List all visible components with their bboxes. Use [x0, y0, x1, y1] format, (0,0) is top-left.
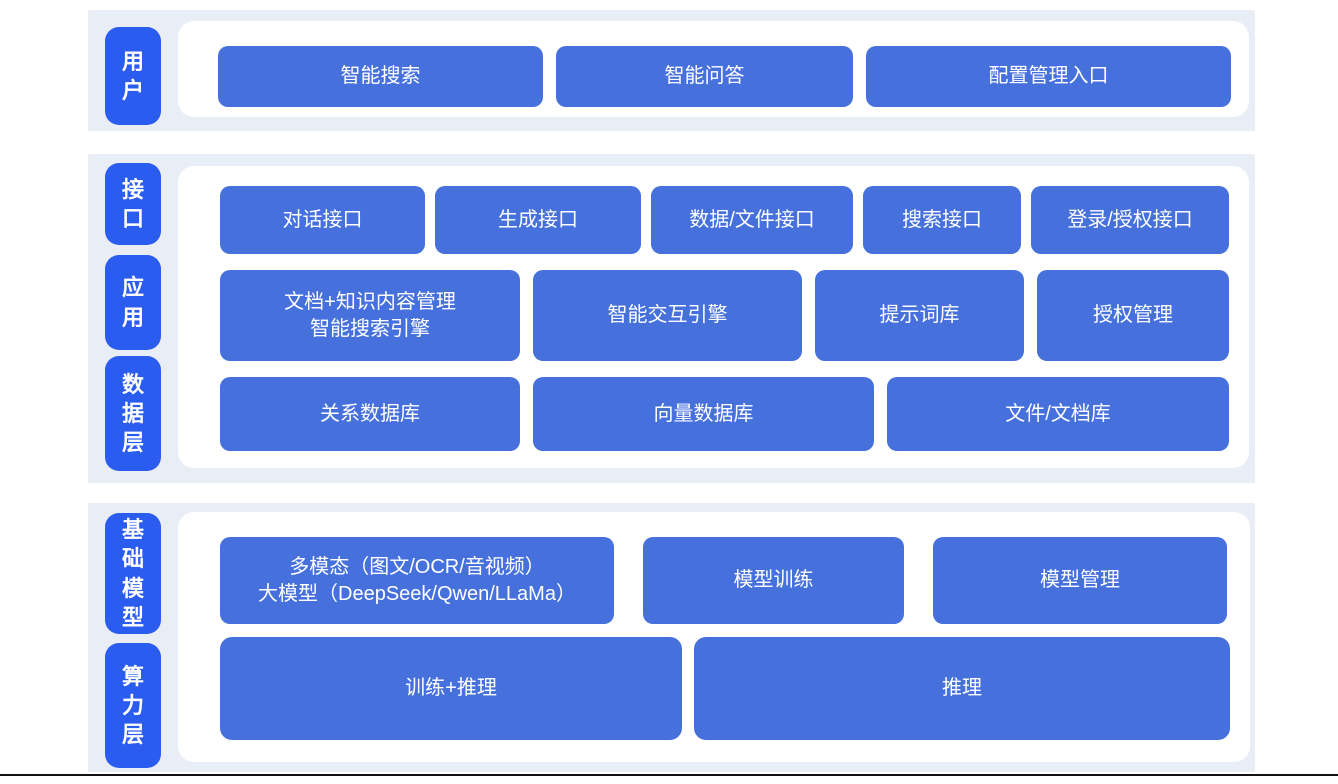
- layer-label-foundation-model: 基础模型: [105, 513, 161, 634]
- node-data-file-api: 数据/文件接口: [651, 186, 853, 254]
- node-config-management-entry: 配置管理入口: [866, 46, 1231, 107]
- user-layer-card: 智能搜索 智能问答 配置管理入口: [178, 21, 1249, 117]
- bottom-layers-card: 多模态（图文/OCR/音视频） 大模型（DeepSeek/Qwen/LLaMa）…: [178, 512, 1250, 762]
- node-generation-api: 生成接口: [435, 186, 641, 254]
- layer-label-foundation-model-text: 基础模型: [121, 517, 144, 630]
- node-inference: 推理: [694, 637, 1230, 740]
- application-layer-row: 文档+知识内容管理 智能搜索引擎 智能交互引擎 提示词库 授权管理: [220, 270, 1229, 361]
- layer-label-user: 用户: [105, 27, 161, 125]
- user-layer-row: 智能搜索 智能问答 配置管理入口: [218, 46, 1231, 107]
- node-prompt-library: 提示词库: [815, 270, 1024, 361]
- node-smart-qa: 智能问答: [556, 46, 853, 107]
- bottom-rule: [0, 774, 1338, 776]
- node-multimodal-llm: 多模态（图文/OCR/音视频） 大模型（DeepSeek/Qwen/LLaMa）: [220, 537, 614, 624]
- bottom-layers-panel: 基础模型 算力层 多模态（图文/OCR/音视频） 大模型（DeepSeek/Qw…: [88, 503, 1255, 772]
- foundation-model-row: 多模态（图文/OCR/音视频） 大模型（DeepSeek/Qwen/LLaMa）…: [220, 537, 1227, 624]
- layer-label-compute-text: 算力层: [121, 663, 144, 748]
- node-login-auth-api: 登录/授权接口: [1031, 186, 1229, 254]
- node-model-management: 模型管理: [933, 537, 1227, 624]
- compute-layer-row: 训练+推理 推理: [220, 637, 1230, 740]
- layer-label-compute: 算力层: [105, 643, 161, 768]
- layer-label-data: 数据层: [105, 356, 161, 471]
- node-training-inference: 训练+推理: [220, 637, 682, 740]
- node-doc-knowledge-search-engine: 文档+知识内容管理 智能搜索引擎: [220, 270, 520, 361]
- interface-layer-row: 对话接口 生成接口 数据/文件接口 搜索接口 登录/授权接口: [220, 186, 1229, 254]
- layer-label-interface-text: 接口: [121, 176, 144, 231]
- layer-label-data-text: 数据层: [121, 371, 144, 456]
- node-smart-interaction-engine: 智能交互引擎: [533, 270, 802, 361]
- data-layer-row: 关系数据库 向量数据库 文件/文档库: [220, 377, 1229, 451]
- node-file-document-store: 文件/文档库: [887, 377, 1229, 451]
- user-layer-panel: 用户 智能搜索 智能问答 配置管理入口: [88, 10, 1255, 131]
- layer-label-user-text: 用户: [121, 48, 144, 103]
- node-authorization-management: 授权管理: [1037, 270, 1229, 361]
- node-relational-database: 关系数据库: [220, 377, 520, 451]
- node-smart-search: 智能搜索: [218, 46, 543, 107]
- node-vector-database: 向量数据库: [533, 377, 874, 451]
- layer-label-interface: 接口: [105, 163, 161, 245]
- layer-label-application-text: 应用: [121, 275, 144, 330]
- node-search-api: 搜索接口: [863, 186, 1021, 254]
- node-model-training: 模型训练: [643, 537, 904, 624]
- middle-layers-card: 对话接口 生成接口 数据/文件接口 搜索接口 登录/授权接口 文档+知识内容管理…: [178, 166, 1249, 468]
- middle-layers-panel: 接口 应用 数据层 对话接口 生成接口 数据/文件接口 搜索接口 登录/授权接口…: [88, 154, 1255, 483]
- layer-label-application: 应用: [105, 255, 161, 350]
- node-dialog-api: 对话接口: [220, 186, 425, 254]
